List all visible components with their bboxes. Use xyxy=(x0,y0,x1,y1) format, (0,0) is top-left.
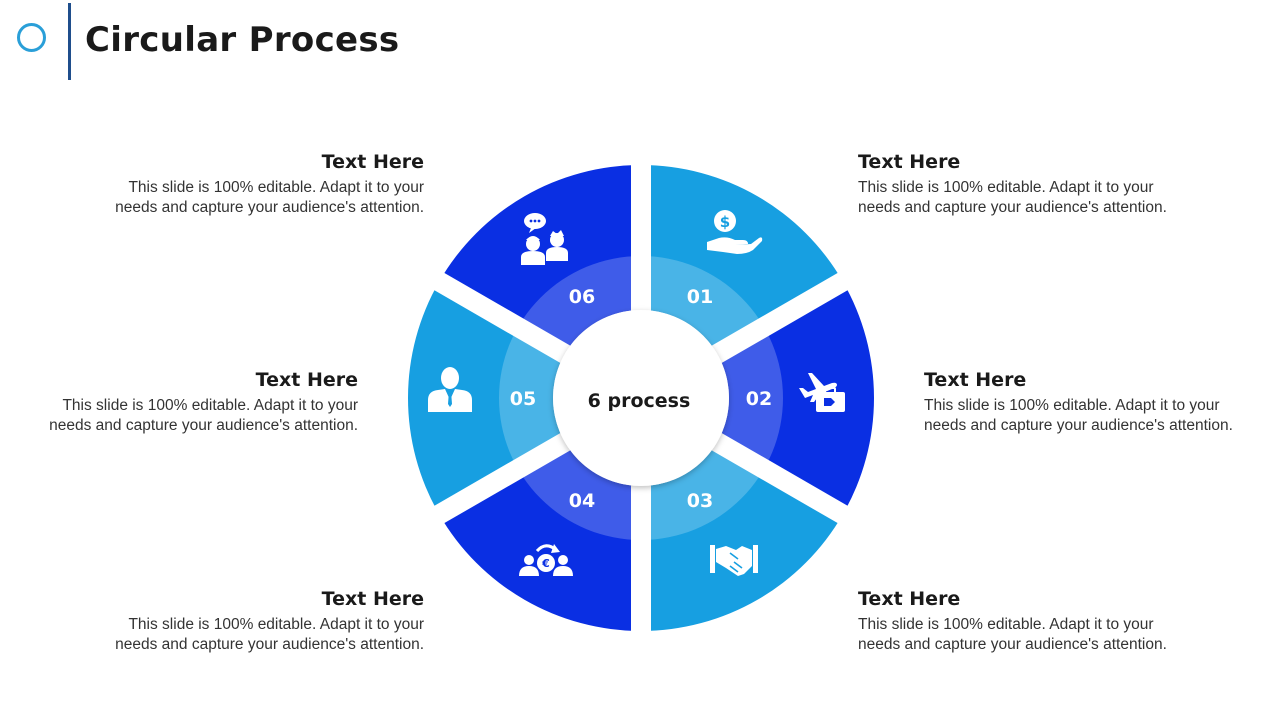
center-circle xyxy=(553,310,729,486)
airplane-luggage-icon xyxy=(799,373,845,412)
step-02-heading: Text Here xyxy=(924,369,1027,391)
title-ring-icon xyxy=(17,23,46,52)
dollar-hand-icon: $ xyxy=(707,210,763,254)
step-04-heading: Text Here xyxy=(321,588,424,610)
center-label: 6 process xyxy=(588,390,691,412)
segment-gap xyxy=(687,269,853,377)
svg-text:€: € xyxy=(541,557,550,570)
segment-gap xyxy=(429,419,595,527)
handshake-icon xyxy=(710,545,758,576)
step-06-description: This slide is 100% editable. Adapt it to… xyxy=(115,179,424,216)
step-05-text-block: Text Here This slide is 100% editable. A… xyxy=(28,368,358,435)
step-number-06: 06 xyxy=(569,286,595,308)
svg-text:$: $ xyxy=(720,213,730,231)
step-02-description: This slide is 100% editable. Adapt it to… xyxy=(924,397,1233,434)
step-01-description: This slide is 100% editable. Adapt it to… xyxy=(858,179,1167,216)
step-01-text-block: Text Here This slide is 100% editable. A… xyxy=(858,150,1188,217)
step-06-text-block: Text Here This slide is 100% editable. A… xyxy=(94,150,424,217)
step-04-description: This slide is 100% editable. Adapt it to… xyxy=(115,616,424,653)
step-03-text-block: Text Here This slide is 100% editable. A… xyxy=(858,587,1188,654)
segment-gap xyxy=(687,419,853,527)
step-03-heading: Text Here xyxy=(858,588,961,610)
step-05-heading: Text Here xyxy=(255,369,358,391)
businessman-icon xyxy=(428,367,472,412)
step-02-text-block: Text Here This slide is 100% editable. A… xyxy=(924,368,1254,435)
title-divider xyxy=(68,3,71,80)
step-number-04: 04 xyxy=(569,490,595,512)
euro-exchange-icon: € xyxy=(519,544,573,576)
step-05-description: This slide is 100% editable. Adapt it to… xyxy=(49,397,358,434)
step-04-text-block: Text Here This slide is 100% editable. A… xyxy=(94,587,424,654)
step-01-heading: Text Here xyxy=(858,151,961,173)
team-chat-icon xyxy=(521,213,568,265)
page-title: Circular Process xyxy=(85,20,400,60)
step-number-02: 02 xyxy=(746,388,772,410)
step-number-01: 01 xyxy=(687,286,713,308)
step-number-05: 05 xyxy=(510,388,536,410)
step-06-heading: Text Here xyxy=(321,151,424,173)
step-number-03: 03 xyxy=(687,490,713,512)
segment-gap xyxy=(429,269,595,377)
step-03-description: This slide is 100% editable. Adapt it to… xyxy=(858,616,1167,653)
